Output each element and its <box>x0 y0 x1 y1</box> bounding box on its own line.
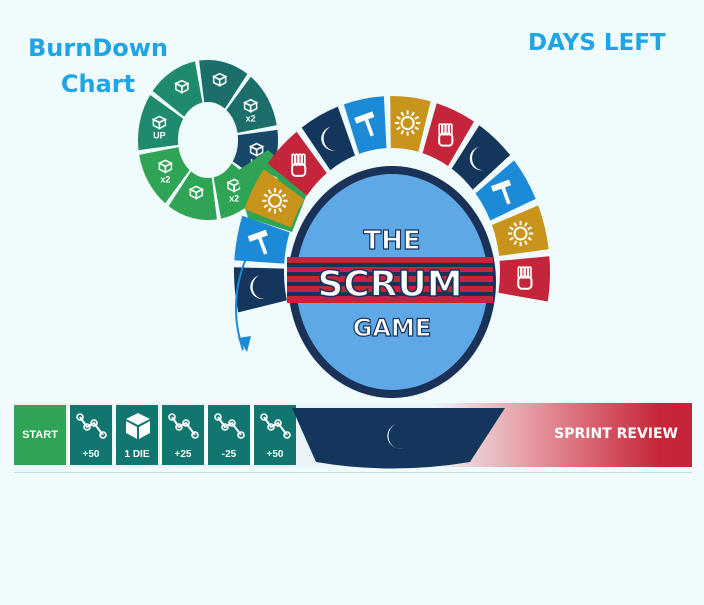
ring-space[interactable] <box>451 125 511 190</box>
hammer-icon <box>491 179 512 205</box>
burndown-icon <box>260 413 291 439</box>
sun-icon <box>262 188 288 214</box>
center-line-2: SCRUM <box>317 264 462 305</box>
start-space[interactable]: START <box>14 405 66 465</box>
small-ring-space[interactable] <box>168 171 217 220</box>
dice-icon <box>211 72 228 87</box>
banner-stripe <box>287 263 493 267</box>
track-space-label: 1 DIE <box>124 449 150 460</box>
ring-space[interactable] <box>390 96 431 152</box>
hand-icon <box>291 153 307 177</box>
track-space-label: +50 <box>266 449 284 460</box>
dice-icon <box>157 159 174 174</box>
divider <box>14 472 692 473</box>
hammer-icon <box>247 229 268 255</box>
page-title: BurnDown Chart <box>28 34 168 98</box>
dice-icon <box>151 115 168 130</box>
track-space-label: -25 <box>221 449 237 460</box>
center-line-3: GAME <box>353 314 432 342</box>
dice-icon <box>188 185 205 200</box>
dice-icon <box>174 79 190 94</box>
track-space-4[interactable]: -25 <box>206 405 250 465</box>
banner-stripe <box>287 282 493 286</box>
burndown-icon <box>214 413 245 439</box>
track-space-5[interactable]: +50 <box>252 405 296 465</box>
ring-space[interactable] <box>343 96 387 154</box>
small-ring-label: UP <box>153 130 166 140</box>
track-space-label: +50 <box>82 449 100 460</box>
track-space-1[interactable]: +50 <box>68 405 112 465</box>
burndown-icon <box>168 413 199 439</box>
hand-icon <box>517 266 533 290</box>
ring-space[interactable] <box>301 106 355 171</box>
banner-stripe <box>287 272 493 276</box>
ring-space[interactable] <box>491 205 549 256</box>
die-icon <box>126 413 150 439</box>
start-label: START <box>22 429 58 441</box>
burndown-icon <box>76 413 107 439</box>
track-space-3[interactable]: +25 <box>160 405 204 465</box>
days-left-label: DAYS LEFT <box>528 30 666 56</box>
small-ring-space[interactable] <box>213 163 264 219</box>
center-line-1: THE <box>363 226 420 256</box>
dice-icon <box>248 142 265 157</box>
hammer-icon <box>354 111 375 137</box>
banner-stripe <box>287 292 493 296</box>
track-space-label: +25 <box>174 449 192 460</box>
sprint-review-label[interactable]: SPRINT REVIEW <box>554 426 678 442</box>
ring-space[interactable] <box>244 169 305 228</box>
dice-icon <box>242 98 259 113</box>
small-ring-label: x2 <box>229 193 239 203</box>
sun-icon <box>507 220 534 247</box>
small-ring-space[interactable] <box>152 61 203 117</box>
ring-space[interactable] <box>234 267 287 313</box>
small-ring-space[interactable] <box>139 147 190 204</box>
ring-space[interactable] <box>498 256 551 302</box>
arrow-head-left <box>238 336 251 352</box>
sun-icon <box>395 110 421 136</box>
track-space-2[interactable]: 1 DIE <box>114 405 158 465</box>
big-ring <box>234 96 551 313</box>
small-ring-label: x2 <box>160 174 170 184</box>
small-ring-label: x2 <box>246 114 256 124</box>
hand-icon <box>438 123 454 147</box>
base-moon-space[interactable] <box>292 408 505 469</box>
